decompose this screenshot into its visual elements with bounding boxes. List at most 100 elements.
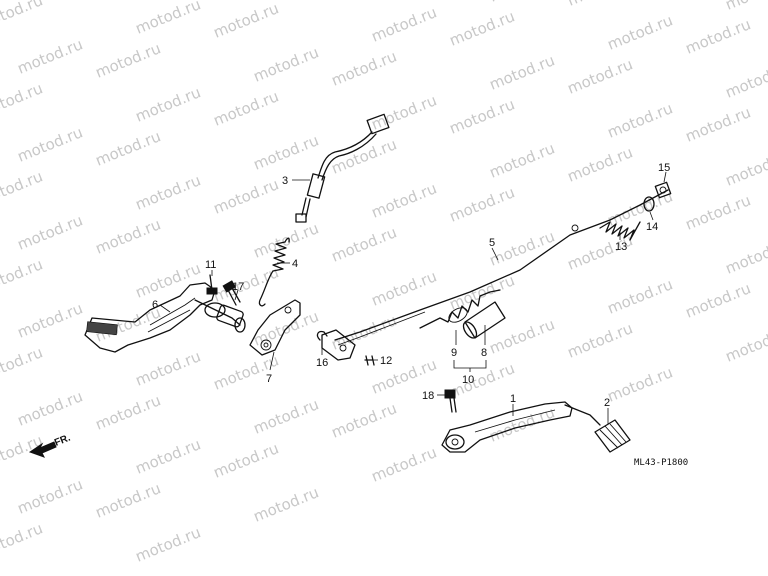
watermark-text: motod.ru xyxy=(487,315,558,357)
watermark-text: motod.ru xyxy=(0,167,45,209)
watermark-text: motod.ru xyxy=(15,299,86,341)
watermark-text: motod.ru xyxy=(447,271,518,313)
part-13-spring xyxy=(599,221,641,241)
part-16-clip xyxy=(316,330,328,341)
watermark-text: motod.ru xyxy=(15,387,86,429)
part-3-switch-cable xyxy=(295,113,390,223)
watermark-text: motod.ru xyxy=(565,55,636,97)
watermark-text: motod.ru xyxy=(329,47,400,89)
callout-12: 12 xyxy=(380,355,392,367)
watermark-text: motod.ru xyxy=(329,0,400,2)
watermark-text: motod.ru xyxy=(605,187,676,229)
watermark-text: motod.ru xyxy=(133,523,204,565)
watermark-text: motod.ru xyxy=(211,175,282,217)
part-18-bolt xyxy=(444,389,457,413)
part-11-bolt xyxy=(206,274,218,295)
leader-lines xyxy=(159,171,667,424)
watermark-text: motod.ru xyxy=(0,79,45,121)
watermark-text: motod.ru xyxy=(487,227,558,269)
front-arrow-icon xyxy=(28,441,57,458)
watermark-text: motod.ru xyxy=(133,0,204,38)
watermark-text: motod.ru xyxy=(329,399,400,441)
watermark-text: motod.ru xyxy=(723,59,768,101)
watermark-text: motod.ru xyxy=(605,99,676,141)
part-14-collar xyxy=(643,196,655,212)
watermark-text: motod.ru xyxy=(93,127,164,169)
callout-8: 8 xyxy=(481,347,487,359)
watermark-text: motod.ru xyxy=(487,51,558,93)
watermark-text: motod.ru xyxy=(369,179,440,221)
callout-16: 16 xyxy=(316,357,328,369)
watermark-text: motod.ru xyxy=(605,275,676,317)
callout-6: 6 xyxy=(152,299,158,311)
watermark-text: motod.ru xyxy=(15,123,86,165)
watermark-text: motod.ru xyxy=(211,87,282,129)
part-15-nut xyxy=(654,181,672,199)
watermark-text: motod.ru xyxy=(605,363,676,405)
watermark-text: motod.ru xyxy=(93,391,164,433)
watermark-text: motod.ru xyxy=(0,519,45,561)
diagram-code: ML43-P1800 xyxy=(634,458,688,468)
part-9-spring xyxy=(419,289,501,329)
watermark-text: motod.ru xyxy=(93,479,164,521)
callout-18: 18 xyxy=(422,390,434,402)
callout-13: 13 xyxy=(615,241,627,253)
callout-17: 17 xyxy=(232,281,244,293)
part-8-sleeve xyxy=(462,301,506,339)
watermark-text: motod.ru xyxy=(487,139,558,181)
front-direction-indicator: FR. xyxy=(28,432,72,458)
watermark-text: motod.ru xyxy=(565,319,636,361)
callout-15: 15 xyxy=(658,162,670,174)
watermark-text: motod.ru xyxy=(565,143,636,185)
watermark-text: motod.ru xyxy=(487,0,558,6)
watermark-text: motod.ru xyxy=(93,215,164,257)
watermark-text: motod.ru xyxy=(447,95,518,137)
part-7-bracket xyxy=(249,299,301,356)
watermark-text: motod.ru xyxy=(447,7,518,49)
callout-3: 3 xyxy=(282,175,288,187)
direction-label: FR. xyxy=(53,432,72,448)
callout-11: 11 xyxy=(205,259,216,271)
watermark-text: motod.ru xyxy=(369,443,440,485)
watermark-text: motod.ru xyxy=(251,395,322,437)
watermark-text: motod.ru xyxy=(369,3,440,45)
watermark-text: motod.ru xyxy=(133,259,204,301)
watermark-text: motod.ru xyxy=(15,35,86,77)
part-17-bolt xyxy=(222,280,241,306)
watermark-text: motod.ru xyxy=(723,323,768,365)
watermark-text: motod.ru xyxy=(0,343,45,385)
watermark-text: motod.ru xyxy=(133,83,204,125)
callout-2: 2 xyxy=(604,397,610,409)
watermark-text: motod.ru xyxy=(251,483,322,525)
part-6-brake-pedal xyxy=(84,282,246,353)
watermark-text: motod.ru xyxy=(683,279,754,321)
watermark-text: motod.ru xyxy=(0,0,45,34)
watermark-text: motod.ru xyxy=(447,183,518,225)
part-1-shift-lever xyxy=(441,401,601,453)
watermark-text: motod.ru xyxy=(0,255,45,297)
watermark-text: motod.ru xyxy=(251,131,322,173)
callout-4: 4 xyxy=(292,258,298,270)
watermark-text: motod.ru xyxy=(211,263,282,305)
watermark-text: motod.ru xyxy=(723,0,768,14)
callout-1: 1 xyxy=(510,393,516,405)
watermark-text: motod.ru xyxy=(15,475,86,517)
watermark-text: motod.ru xyxy=(93,39,164,81)
watermark-text: motod.ru xyxy=(369,91,440,133)
callout-10: 10 xyxy=(462,374,474,386)
watermark-text: motod.ru xyxy=(723,147,768,189)
callout-5: 5 xyxy=(489,237,495,249)
callout-7: 7 xyxy=(266,373,272,385)
watermark-text: motod.ru xyxy=(723,235,768,277)
watermark-text: motod.ru xyxy=(683,103,754,145)
watermark-text: motod.ru xyxy=(211,0,282,42)
watermark-text: motod.ru xyxy=(133,435,204,477)
watermark-text: motod.ru xyxy=(605,11,676,53)
watermark-text: motod.ru xyxy=(133,347,204,389)
callout-9: 9 xyxy=(451,347,457,359)
watermark-text: motod.ru xyxy=(447,359,518,401)
watermark-text: motod.ru xyxy=(565,0,636,10)
watermark-text: motod.ru xyxy=(251,43,322,85)
